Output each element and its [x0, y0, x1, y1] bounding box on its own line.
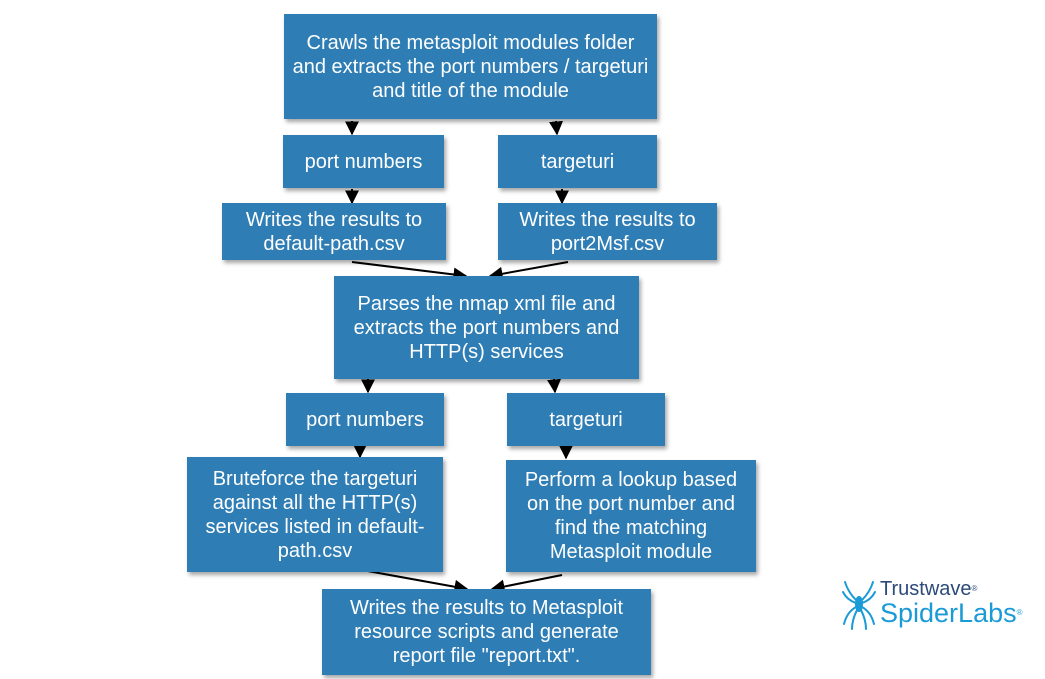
write-default-path-text: Writes the results to default-path.csv [245, 208, 423, 255]
write-resource-text: Writes the results to Metasploit resourc… [349, 597, 624, 667]
logo-registered-mark-1: ® [971, 584, 978, 593]
write-port2msf-box: Writes the results to port2Msf.csv [498, 203, 717, 260]
crawl-modules-text: Crawls the metasploit modules folder and… [292, 31, 649, 102]
arrow-default-path-to-parse [351, 261, 468, 282]
crawl-modules-box: Crawls the metasploit modules folder and… [284, 14, 657, 119]
parse-nmap-text: Parses the nmap xml file and extracts th… [353, 292, 620, 363]
targeturi-text-2: targeturi [549, 408, 623, 431]
arrow-lookup-to-resource [490, 574, 563, 594]
bruteforce-box: Bruteforce the targeturi against all the… [187, 457, 443, 572]
logo-registered-mark-2: ® [1016, 608, 1023, 617]
spider-icon [842, 581, 876, 630]
port-numbers-box-2: port numbers [286, 393, 444, 446]
arrow-port2msf-to-parse [488, 261, 569, 281]
write-port2msf-text: Writes the results to port2Msf.csv [519, 208, 696, 255]
bruteforce-text: Bruteforce the targeturi against all the… [205, 467, 425, 562]
port-numbers-text-1: port numbers [304, 150, 423, 173]
arrow-crawl-to-targeturi [549, 120, 564, 136]
arrow-parse-to-targeturi [547, 378, 562, 394]
logo-spiderlabs-label: SpiderLabs [880, 598, 1017, 628]
logo-spiderlabs-text: SpiderLabs® [880, 598, 1023, 628]
arrow-bruteforce-to-resource [361, 569, 469, 594]
port-numbers-text-2: port numbers [306, 408, 424, 431]
trustwave-spiderlabs-logo: Trustwave® SpiderLabs® [842, 578, 1042, 632]
write-default-path-box: Writes the results to default-path.csv [222, 203, 446, 260]
port-numbers-box-1: port numbers [283, 135, 444, 188]
lookup-box: Perform a lookup based on the port numbe… [506, 460, 756, 572]
targeturi-box-1: targeturi [498, 135, 657, 188]
targeturi-box-2: targeturi [507, 393, 665, 446]
logo-trustwave-label: Trustwave [880, 578, 972, 600]
parse-nmap-box: Parses the nmap xml file and extracts th… [334, 276, 639, 379]
lookup-text: Perform a lookup based on the port numbe… [524, 469, 738, 563]
write-resource-box: Writes the results to Metasploit resourc… [322, 589, 651, 675]
logo-trustwave-text: Trustwave® [880, 578, 977, 600]
targeturi-text-1: targeturi [540, 150, 615, 173]
